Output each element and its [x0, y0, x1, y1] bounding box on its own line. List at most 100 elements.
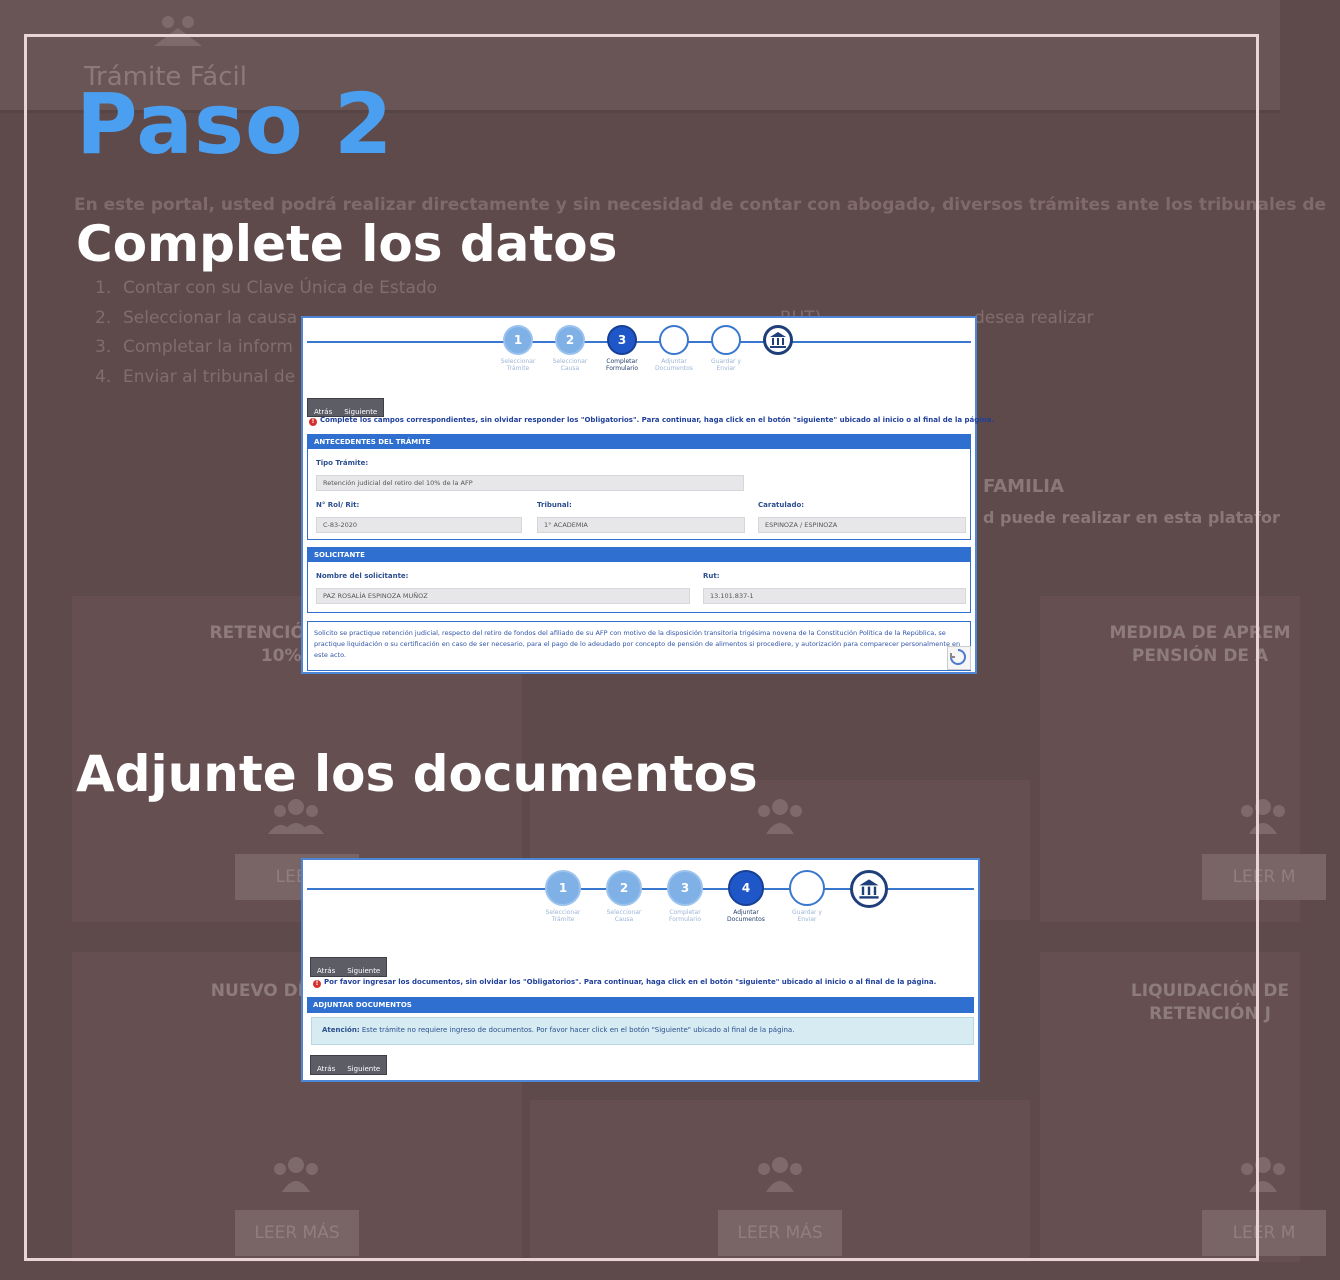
- back-button[interactable]: Atrás: [317, 967, 336, 975]
- wizard-step-number: 3: [667, 870, 703, 906]
- bank-icon: [850, 870, 888, 908]
- portal-step: 1.Contar con su Clave Única de Estado: [95, 278, 438, 298]
- overlay-frame: [24, 34, 1259, 1261]
- alert-icon: !: [309, 418, 317, 426]
- bank-icon: [763, 325, 793, 355]
- field-label: Caratulado:: [758, 501, 805, 509]
- wizard-step-number: 3: [607, 325, 637, 355]
- nav-buttons: Atrás Siguiente: [307, 398, 385, 417]
- section-antecedentes: ANTECEDENTES DEL TRÁMITE Tipo Trámite: R…: [307, 434, 971, 540]
- portal-logo-text: Trámite Fácil: [84, 62, 247, 92]
- next-button[interactable]: Siguiente: [344, 408, 378, 416]
- portal-category-title: FAMILIA: [983, 476, 1064, 497]
- wizard-step-label: Seleccionar Trámite: [545, 909, 581, 923]
- wizard-step-final: [760, 325, 796, 355]
- heading-attach-documents: Adjunte los documentos: [76, 745, 758, 803]
- wizard-step[interactable]: Guardar y Enviar: [789, 870, 825, 923]
- read-more-button[interactable]: LEER M: [1202, 1210, 1326, 1256]
- rol-rit-field[interactable]: C-83-2020: [316, 517, 522, 533]
- wizard-step-label: Completar Formulario: [668, 909, 702, 923]
- wizard-step-label: Adjuntar Documentos: [727, 909, 765, 923]
- section-title: ANTECEDENTES DEL TRÁMITE: [308, 435, 970, 449]
- users-icon: [758, 1157, 802, 1192]
- wizard-step-number: 1: [503, 325, 533, 355]
- wizard-step-number: [659, 325, 689, 355]
- portal-step-fragment: desea realizar: [974, 308, 1094, 328]
- field-label: Nombre del solicitante:: [316, 572, 409, 580]
- wizard-step[interactable]: Adjuntar Documentos: [655, 325, 693, 372]
- rut-field[interactable]: 13.101.837-1: [703, 588, 966, 604]
- portal-intro: En este portal, usted podrá realizar dir…: [74, 195, 1327, 215]
- portal-step: 4.Enviar al tribunal de: [95, 366, 296, 387]
- solicitante-name-field[interactable]: PAZ ROSALÍA ESPINOZA MUÑOZ: [316, 588, 690, 604]
- section-solicitante: SOLICITANTE Nombre del solicitante: PAZ …: [307, 547, 971, 613]
- section-title: SOLICITANTE: [308, 548, 970, 562]
- documents-screenshot: 1 Seleccionar Trámite 2 Seleccionar Caus…: [301, 858, 980, 1082]
- wizard-step[interactable]: Guardar y Enviar: [708, 325, 744, 372]
- card-title: MEDIDA DE APREM PENSIÓN DE A: [1109, 623, 1291, 666]
- wizard-step-number: 2: [555, 325, 585, 355]
- back-button[interactable]: Atrás: [314, 408, 333, 416]
- card-title: LIQUIDACIÓN DE RETENCIÓN J: [1130, 981, 1290, 1024]
- field-label: Rut:: [703, 572, 720, 580]
- heading-complete-data: Complete los datos: [76, 215, 618, 273]
- wizard-progress: 1 Seleccionar Trámite 2 Seleccionar Caus…: [303, 860, 978, 940]
- wizard-step[interactable]: 4 Adjuntar Documentos: [727, 870, 765, 923]
- nav-buttons: Atrás Siguiente: [310, 957, 388, 977]
- users-icon: [758, 799, 802, 834]
- nav-buttons-bottom: Atrás Siguiente: [310, 1055, 388, 1075]
- wizard-step-number: 2: [606, 870, 642, 906]
- logo-icon: [154, 16, 202, 46]
- recaptcha-icon[interactable]: [947, 646, 971, 670]
- wizard-step-label: Guardar y Enviar: [711, 358, 741, 372]
- wizard-step-final: [850, 870, 888, 908]
- step-title: Paso 2: [76, 75, 394, 173]
- wizard-step-label: Adjuntar Documentos: [655, 358, 693, 372]
- read-more-button[interactable]: LEER MÁS: [718, 1210, 842, 1256]
- wizard-step[interactable]: 2 Seleccionar Causa: [606, 870, 642, 923]
- wizard-step[interactable]: 3 Completar Formulario: [604, 325, 640, 372]
- wizard-step[interactable]: 3 Completar Formulario: [667, 870, 703, 923]
- tipo-tramite-field[interactable]: Retención judicial del retiro del 10% de…: [316, 475, 744, 491]
- next-button[interactable]: Siguiente: [347, 967, 381, 975]
- portal-card: LEER MÁS: [530, 1100, 1030, 1262]
- documents-notice: !Por favor ingresar los documentos, sin …: [313, 978, 936, 988]
- portal-category-text: d puede realizar en esta platafor: [983, 508, 1280, 527]
- wizard-step-label: Seleccionar Causa: [552, 358, 588, 372]
- tribunal-field[interactable]: 1° ACADEMIA: [537, 517, 745, 533]
- portal-steps: 1.Contar con su Clave Única de Estado 2.…: [95, 278, 1094, 396]
- wizard-step-label: Guardar y Enviar: [792, 909, 822, 923]
- wizard-step-label: Seleccionar Trámite: [500, 358, 536, 372]
- wizard-progress: 1 Seleccionar Trámite 2 Seleccionar Caus…: [303, 318, 975, 398]
- read-more-button[interactable]: LEER M: [1202, 854, 1326, 900]
- wizard-step-number: [711, 325, 741, 355]
- form-notice: !Complete los campos correspondientes, s…: [309, 416, 994, 426]
- back-button[interactable]: Atrás: [317, 1065, 336, 1073]
- wizard-step[interactable]: 1 Seleccionar Trámite: [500, 325, 536, 372]
- alert-icon: !: [313, 980, 321, 988]
- form-screenshot: 1 Seleccionar Trámite 2 Seleccionar Caus…: [301, 316, 994, 674]
- users-icon: [274, 1157, 318, 1192]
- next-button[interactable]: Siguiente: [347, 1065, 381, 1073]
- field-label: N° Rol/ Rit:: [316, 501, 360, 509]
- wizard-line: [307, 341, 971, 343]
- wizard-step-number: 4: [728, 870, 764, 906]
- wizard-step-label: Seleccionar Causa: [606, 909, 642, 923]
- request-textarea[interactable]: Solicito se practique retención judicial…: [307, 621, 971, 671]
- wizard-step-label: Completar Formulario: [605, 358, 639, 372]
- wizard-step-number: 1: [545, 870, 581, 906]
- portal-step: 3.Completar la inform: [95, 337, 293, 357]
- portal-step: 2.Seleccionar la causa: [95, 307, 298, 328]
- users-icon: [268, 799, 324, 834]
- wizard-step-number: [789, 870, 825, 906]
- portal-header: Trámite Fácil: [0, 0, 1280, 113]
- field-label: Tribunal:: [537, 501, 572, 509]
- wizard-step[interactable]: 2 Seleccionar Causa: [552, 325, 588, 372]
- section-adjuntar: ADJUNTAR DOCUMENTOS Atención: Este trámi…: [307, 997, 974, 1049]
- wizard-step[interactable]: 1 Seleccionar Trámite: [545, 870, 581, 923]
- field-label: Tipo Trámite:: [316, 459, 369, 467]
- read-more-button[interactable]: LEER MÁS: [235, 1210, 359, 1256]
- section-title: ADJUNTAR DOCUMENTOS: [307, 997, 974, 1013]
- attention-message: Atención: Este trámite no requiere ingre…: [311, 1017, 974, 1045]
- caratulado-field[interactable]: ESPINOZA / ESPINOZA: [758, 517, 966, 533]
